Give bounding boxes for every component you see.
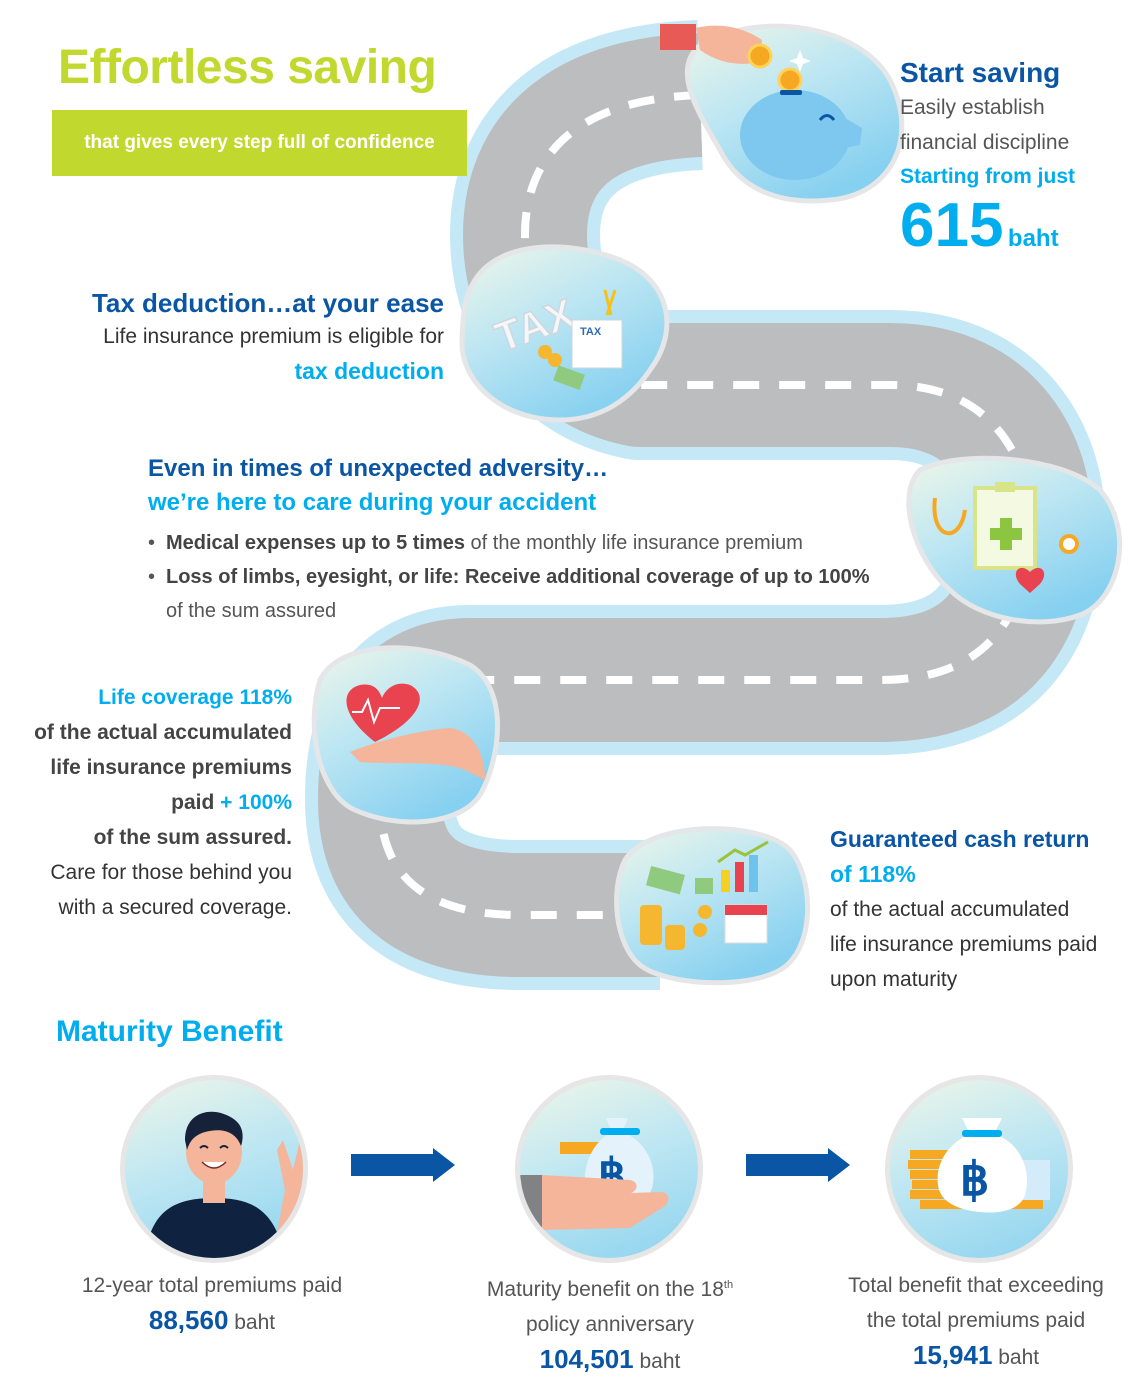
life-coverage-line5: Care for those behind you <box>50 861 292 884</box>
subtitle-text: that gives every step full of confidence <box>84 132 435 153</box>
cash-return-heading: Guaranteed cash return <box>830 826 1090 852</box>
amount-unit: baht <box>234 1311 276 1334</box>
caption-line: 12-year total premiums paid <box>81 1274 343 1297</box>
maturity-item-2-caption: Maturity benefit on the 18th policy anni… <box>430 1268 790 1379</box>
life-coverage-section: Life coverage 118% of the actual accumul… <box>0 680 292 925</box>
caption-text: Maturity benefit on the 18 <box>486 1278 724 1301</box>
start-amount-row: 615 baht <box>900 194 1075 258</box>
amount-row: 104,501 baht <box>430 1342 790 1379</box>
tax-heading: Tax deduction…at your ease <box>91 288 444 318</box>
life-coverage-highlight: Life coverage 118% <box>98 686 292 709</box>
cash-return-line1: of the actual accumulated <box>830 898 1070 921</box>
bullet-rest: of the sum assured <box>166 600 337 622</box>
bullet-bold: Medical expenses up to 5 times <box>166 532 465 554</box>
tax-line1: Life insurance premium is eligible for <box>103 325 444 348</box>
start-amount-unit: baht <box>1007 225 1059 252</box>
waving-man-icon <box>120 1075 308 1263</box>
start-saving-line2: financial discipline <box>900 131 1070 154</box>
life-coverage-line3: paid + 100% <box>0 785 292 820</box>
accident-heading: Even in times of unexpected adversity… <box>148 455 609 482</box>
life-coverage-line1: of the actual accumulated <box>34 721 292 744</box>
caption-superscript: th <box>723 1279 734 1291</box>
medical-clipboard-icon <box>932 482 1079 593</box>
life-coverage-line6: with a secured coverage. <box>58 896 292 919</box>
caption-line: Maturity benefit on the 18th <box>430 1268 790 1307</box>
cash-return-line3: upon maturity <box>830 968 958 991</box>
amount-value: 104,501 <box>539 1344 634 1374</box>
road-illustration: TAX TAX <box>305 20 1123 990</box>
cash-return-section: Guaranteed cash return of 118% of the ac… <box>830 822 1097 997</box>
money-bag-coins-icon: ฿ <box>885 1075 1073 1263</box>
amount-row: 15,941 baht <box>800 1338 1140 1375</box>
tax-section: Tax deduction…at your ease Life insuranc… <box>30 286 444 388</box>
maturity-title: Maturity Benefit <box>56 1015 283 1048</box>
cash-growth-icon <box>640 840 769 950</box>
piggy-bank-icon <box>660 24 862 180</box>
accident-bullets: Medical expenses up to 5 times of the mo… <box>148 526 886 628</box>
life-coverage-line4: of the sum assured. <box>93 826 292 849</box>
bullet-bold: Loss of limbs, eyesight, or life: Receiv… <box>166 566 870 588</box>
amount-value: 88,560 <box>148 1305 229 1335</box>
subtitle-banner: that gives every step full of confidence <box>52 110 467 176</box>
tax-highlight: tax deduction <box>294 358 444 384</box>
arrow-right-icon <box>351 1148 455 1182</box>
cash-return-line2: life insurance premiums paid <box>830 933 1098 956</box>
page-title: Effortless saving <box>58 41 437 94</box>
start-saving-line1: Easily establish <box>900 96 1045 119</box>
amount-unit: baht <box>639 1350 681 1373</box>
amount-value: 15,941 <box>912 1340 993 1370</box>
amount-row: 88,560 baht <box>40 1303 384 1340</box>
tax-bubble <box>459 244 670 423</box>
heart-in-hand-icon <box>346 683 485 780</box>
life-paid-text: paid <box>171 791 215 814</box>
caption-line: the total premiums paid <box>866 1309 1086 1332</box>
bullet-rest: of the monthly life insurance premium <box>465 532 803 554</box>
start-amount: 615 <box>900 191 1004 260</box>
arrow-right-icon <box>746 1148 850 1182</box>
svg-text:TAX: TAX <box>580 326 602 338</box>
start-saving-section: Start saving Easily establish financial … <box>900 56 1075 258</box>
caption-line: Total benefit that exceeding <box>848 1274 1104 1297</box>
hand-money-bag-icon: ฿ <box>515 1075 703 1263</box>
life-coverage-line2: life insurance premiums <box>50 756 292 779</box>
life-plus-highlight: + 100% <box>214 791 292 814</box>
amount-unit: baht <box>998 1346 1040 1369</box>
cash-bubble <box>614 826 811 986</box>
accident-section: Even in times of unexpected adversity… w… <box>148 452 886 628</box>
maturity-item-3-caption: Total benefit that exceeding the total p… <box>800 1268 1140 1375</box>
cash-return-highlight: of 118% <box>830 861 916 887</box>
maturity-item-1-caption: 12-year total premiums paid 88,560 baht <box>40 1268 384 1340</box>
accident-subheading: we’re here to care during your accident <box>148 489 597 516</box>
start-saving-highlight: Starting from just <box>900 165 1076 188</box>
baht-symbol: ฿ <box>960 1153 989 1205</box>
caption-line: policy anniversary <box>525 1313 695 1336</box>
accident-bullet: Loss of limbs, eyesight, or life: Receiv… <box>148 560 886 628</box>
start-saving-heading: Start saving <box>900 57 1061 88</box>
accident-bullet: Medical expenses up to 5 times of the mo… <box>148 526 886 560</box>
